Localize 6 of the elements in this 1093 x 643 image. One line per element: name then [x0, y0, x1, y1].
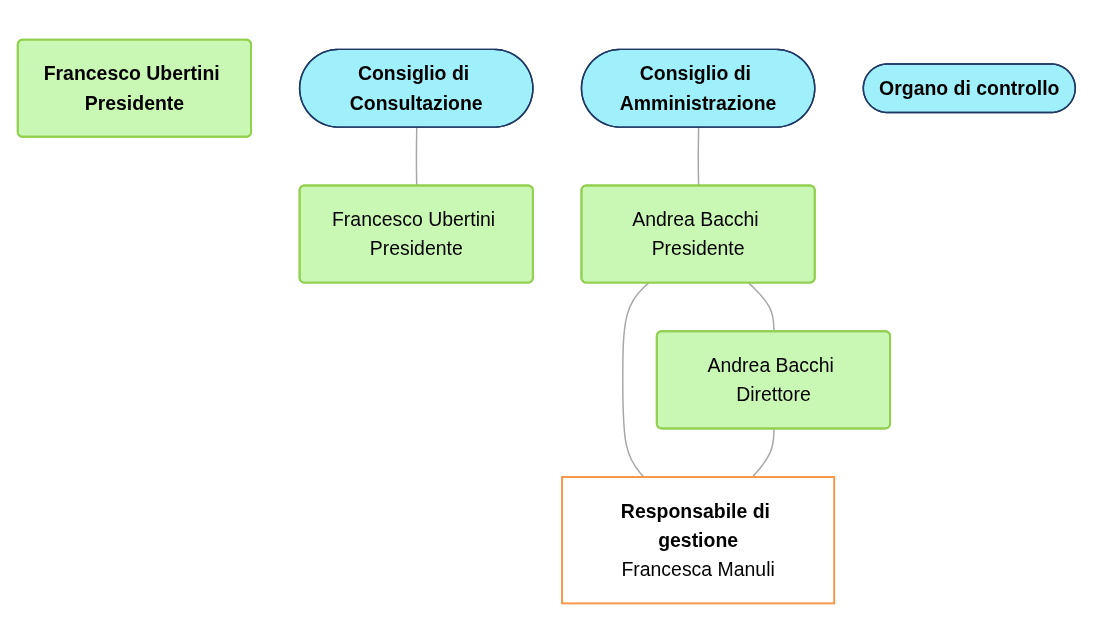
connector	[697, 126, 700, 187]
connector	[751, 428, 775, 478]
connector	[622, 282, 650, 478]
connector	[415, 126, 418, 187]
node-box: Responsabile di gestione Francesca Manuli	[561, 476, 836, 605]
connector	[748, 282, 775, 333]
